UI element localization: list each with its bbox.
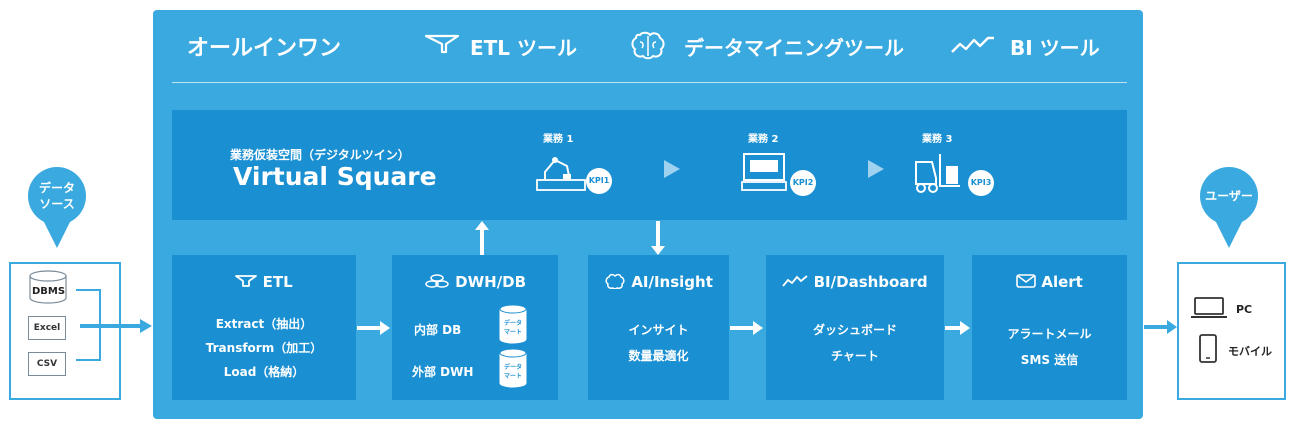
bi-chart-line: チャート xyxy=(831,349,879,363)
alert-box: Alert アラートメール SMS 送信 xyxy=(972,255,1127,400)
alert-mail-line: アラートメール xyxy=(1007,327,1092,341)
virtual-square-title: Virtual Square xyxy=(233,162,437,191)
csv-file-icon: CSV xyxy=(28,352,66,376)
robot-arm-icon xyxy=(536,157,586,191)
brain-icon xyxy=(631,31,665,60)
arrow-up-icon xyxy=(475,221,489,255)
arrow-right-icon xyxy=(868,160,884,178)
bi-dashboard-line: ダッシュボード xyxy=(812,323,897,337)
kpi-3-badge: KPI3 xyxy=(968,170,994,196)
trend-line-icon xyxy=(951,36,994,53)
arrow-down-icon xyxy=(651,221,665,255)
etl-box: ETL Extract（抽出） Transform（加工） Load（格納） xyxy=(172,255,356,400)
kpi-1-badge: KPI1 xyxy=(586,168,612,194)
data-mart-cylinder-icon: データ マート xyxy=(499,348,527,388)
excel-file-icon: Excel xyxy=(28,316,66,340)
alert-title: Alert xyxy=(1041,273,1083,291)
user-pin: ユーザー xyxy=(1200,167,1258,225)
database-icon xyxy=(29,270,67,304)
data-source-pin: データ ソース xyxy=(28,167,86,225)
pin-tail-icon xyxy=(43,220,71,248)
ai-insight-line: インサイト xyxy=(628,323,689,337)
external-dwh-label: 外部 DWH xyxy=(412,365,474,379)
bi-dashboard-box: BI/Dashboard ダッシュボード チャート xyxy=(766,255,944,400)
etl-extract: Extract（抽出） xyxy=(215,317,313,331)
bi-tool-label: BI ツール xyxy=(1010,36,1100,60)
dwh-title: DWH/DB xyxy=(455,273,527,291)
ai-insight-box: AI/Insight インサイト 数量最適化 xyxy=(588,255,729,400)
internal-db-label: 内部 DB xyxy=(414,323,462,337)
all-in-one-title: オールインワン xyxy=(187,36,342,61)
funnel-icon xyxy=(235,275,258,287)
etl-transform: Transform（加工） xyxy=(205,341,323,355)
header-divider xyxy=(172,82,1127,83)
step-2-label: 業務 2 xyxy=(748,134,779,145)
bi-title: BI/Dashboard xyxy=(813,273,928,291)
etl-tool-label: ETL ツール xyxy=(470,36,578,60)
forklift-icon xyxy=(915,154,960,193)
source-connector-icon xyxy=(76,289,152,361)
etl-title: ETL xyxy=(262,273,293,291)
data-mining-tool-label: データマイニングツール xyxy=(684,36,904,60)
svg-text:マート: マート xyxy=(504,329,522,336)
svg-text:マート: マート xyxy=(504,373,522,380)
etl-load: Load（格納） xyxy=(223,365,305,379)
ai-optimize-line: 数量最適化 xyxy=(628,349,689,363)
data-mart-cylinder-icon: データ マート xyxy=(499,304,527,344)
pin-tail-icon xyxy=(1215,220,1243,248)
smartphone-icon xyxy=(1199,334,1217,363)
alert-sms-line: SMS 送信 xyxy=(1020,353,1079,367)
mail-icon xyxy=(1016,274,1036,288)
database-stack-icon xyxy=(425,274,449,288)
ai-title: AI/Insight xyxy=(631,273,713,291)
funnel-icon xyxy=(424,34,460,54)
arrow-right-icon xyxy=(664,160,680,178)
mobile-label: モバイル xyxy=(1228,345,1272,358)
brain-icon xyxy=(605,273,625,290)
step-1-label: 業務 1 xyxy=(543,134,574,145)
dbms-label: DBMS xyxy=(32,286,66,297)
pc-label: PC xyxy=(1236,303,1253,316)
machine-icon xyxy=(741,153,787,191)
virtual-square-band xyxy=(172,110,1127,220)
dwh-box: DWH/DB 内部 DB 外部 DWH データ マート データ マート xyxy=(392,255,558,400)
arrow-right-icon xyxy=(730,321,763,335)
laptop-icon xyxy=(1191,297,1227,318)
virtual-square-subtitle: 業務仮装空間（デジタルツイン） xyxy=(230,148,410,162)
arrow-right-icon xyxy=(1144,320,1177,334)
trend-line-icon xyxy=(782,275,808,287)
step-3-label: 業務 3 xyxy=(922,134,953,145)
svg-text:データ: データ xyxy=(504,363,522,371)
arrow-right-icon xyxy=(357,321,390,335)
arrow-right-icon xyxy=(945,321,970,335)
user-box xyxy=(1177,262,1286,400)
kpi-2-badge: KPI2 xyxy=(790,170,816,196)
svg-text:データ: データ xyxy=(504,319,522,327)
